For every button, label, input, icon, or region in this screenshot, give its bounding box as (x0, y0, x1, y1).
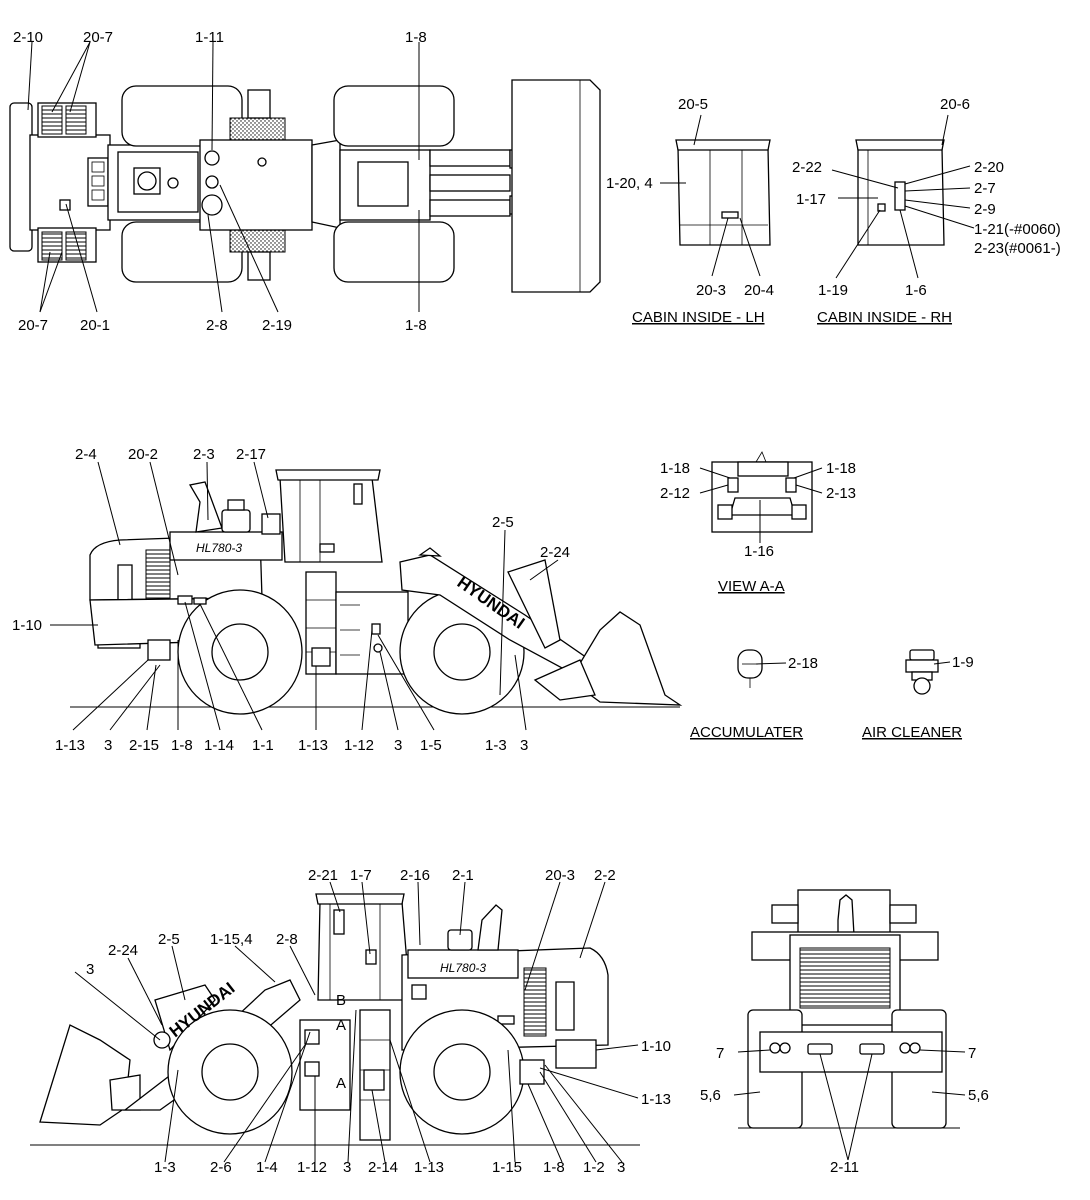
callout-right-9: 2-8 (276, 931, 298, 948)
rear-view (733, 889, 966, 1161)
callout-cabin-rh-6: 1-21(-#0060) (974, 221, 1061, 238)
callout-right-10: 3 (86, 961, 94, 978)
callout-cabin-rh-2: 2-20 (974, 159, 1004, 176)
section-mark-b: B (336, 992, 346, 1009)
accumulator-view (737, 649, 787, 688)
callout-view-aa-1: 1-18 (826, 460, 856, 477)
callout-left-18: 3 (520, 737, 528, 754)
callout-left-12: 1-1 (252, 737, 274, 754)
callout-rear-3: 5,6 (968, 1087, 989, 1104)
callout-right-4: 20-3 (545, 867, 575, 884)
callout-top-6: 2-8 (206, 317, 228, 334)
air-cleaner-view (905, 649, 951, 695)
model-badge-left: HL780-3 (196, 541, 242, 555)
callout-cabin-rh-7: 2-23(#0061-) (974, 240, 1061, 257)
callout-left-5: 2-24 (540, 544, 570, 561)
callout-cabin-rh-1: 2-22 (792, 159, 822, 176)
callout-rear-2: 5,6 (700, 1087, 721, 1104)
callout-right-19: 1-13 (414, 1159, 444, 1176)
callout-right-12: 1-13 (641, 1091, 671, 1108)
callout-top-0: 2-10 (13, 29, 43, 46)
callout-view-aa-2: 2-12 (660, 485, 690, 502)
callout-air-cleaner-0: 1-9 (952, 654, 974, 671)
cabin-rh-view (831, 114, 975, 279)
callout-right-3: 2-1 (452, 867, 474, 884)
callout-right-22: 1-2 (583, 1159, 605, 1176)
callout-right-23: 3 (617, 1159, 625, 1176)
callout-view-aa-0: 1-18 (660, 460, 690, 477)
callout-right-11: 1-10 (641, 1038, 671, 1055)
callout-left-7: 1-13 (55, 737, 85, 754)
callout-right-2: 2-16 (400, 867, 430, 884)
section-mark-a-lower: A (336, 1075, 346, 1092)
callout-top-8: 1-8 (405, 317, 427, 334)
title-accumulator: ACCUMULATER (690, 724, 803, 741)
callout-right-13: 1-3 (154, 1159, 176, 1176)
callout-right-8: 1-15,4 (210, 931, 253, 948)
callout-right-14: 2-6 (210, 1159, 232, 1176)
callout-top-7: 2-19 (262, 317, 292, 334)
callout-rear-0: 7 (716, 1045, 724, 1062)
callout-right-17: 3 (343, 1159, 351, 1176)
callout-left-8: 3 (104, 737, 112, 754)
callout-cabin-rh-4: 1-17 (796, 191, 826, 208)
callout-left-1: 20-2 (128, 446, 158, 463)
right-side-view (30, 881, 640, 1163)
callout-left-14: 1-12 (344, 737, 374, 754)
top-view (9, 41, 601, 313)
callout-top-4: 20-7 (18, 317, 48, 334)
callout-left-9: 2-15 (129, 737, 159, 754)
callout-right-6: 2-24 (108, 942, 138, 959)
view-aa (699, 451, 823, 543)
callout-view-aa-3: 2-13 (826, 485, 856, 502)
callout-cabin-lh-0: 20-5 (678, 96, 708, 113)
title-cabin-lh: CABIN INSIDE - LH (632, 309, 765, 326)
callout-left-3: 2-17 (236, 446, 266, 463)
callout-left-17: 1-3 (485, 737, 507, 754)
callout-cabin-rh-3: 2-7 (974, 180, 996, 197)
callout-top-3: 1-8 (405, 29, 427, 46)
callout-cabin-rh-8: 1-19 (818, 282, 848, 299)
callout-rear-1: 7 (968, 1045, 976, 1062)
callout-left-6: 1-10 (12, 617, 42, 634)
callout-top-1: 20-7 (83, 29, 113, 46)
callout-right-21: 1-8 (543, 1159, 565, 1176)
callout-right-15: 1-4 (256, 1159, 278, 1176)
callout-rear-4: 2-11 (830, 1159, 859, 1176)
callout-left-11: 1-14 (204, 737, 234, 754)
callout-right-20: 1-15 (492, 1159, 522, 1176)
callout-cabin-lh-1: 1-20, 4 (606, 175, 653, 192)
section-mark-a-upper: A (336, 1017, 346, 1034)
callout-view-aa-4: 1-16 (744, 543, 774, 560)
callout-right-16: 1-12 (297, 1159, 327, 1176)
title-view-aa: VIEW A-A (718, 578, 785, 595)
cabin-lh-view (660, 114, 771, 277)
callout-right-5: 2-2 (594, 867, 616, 884)
callout-right-7: 2-5 (158, 931, 180, 948)
callout-left-13: 1-13 (298, 737, 328, 754)
title-cabin-rh: CABIN INSIDE - RH (817, 309, 952, 326)
callout-accumulator-0: 2-18 (788, 655, 818, 672)
callout-left-4: 2-5 (492, 514, 514, 531)
callout-right-18: 2-14 (368, 1159, 398, 1176)
callout-cabin-lh-3: 20-4 (744, 282, 774, 299)
callout-cabin-lh-2: 20-3 (696, 282, 726, 299)
callout-left-10: 1-8 (171, 737, 193, 754)
model-badge-right: HL780-3 (440, 961, 486, 975)
callout-left-15: 3 (394, 737, 402, 754)
callout-top-5: 20-1 (80, 317, 110, 334)
callout-cabin-rh-0: 20-6 (940, 96, 970, 113)
title-air-cleaner: AIR CLEANER (862, 724, 962, 741)
callout-right-1: 1-7 (350, 867, 372, 884)
callout-left-0: 2-4 (75, 446, 97, 463)
left-side-view (50, 461, 683, 731)
callout-left-16: 1-5 (420, 737, 442, 754)
callout-right-0: 2-21 (308, 867, 338, 884)
callout-top-2: 1-11 (195, 29, 224, 46)
callout-left-2: 2-3 (193, 446, 215, 463)
callout-cabin-rh-9: 1-6 (905, 282, 927, 299)
callout-cabin-rh-5: 2-9 (974, 201, 996, 218)
